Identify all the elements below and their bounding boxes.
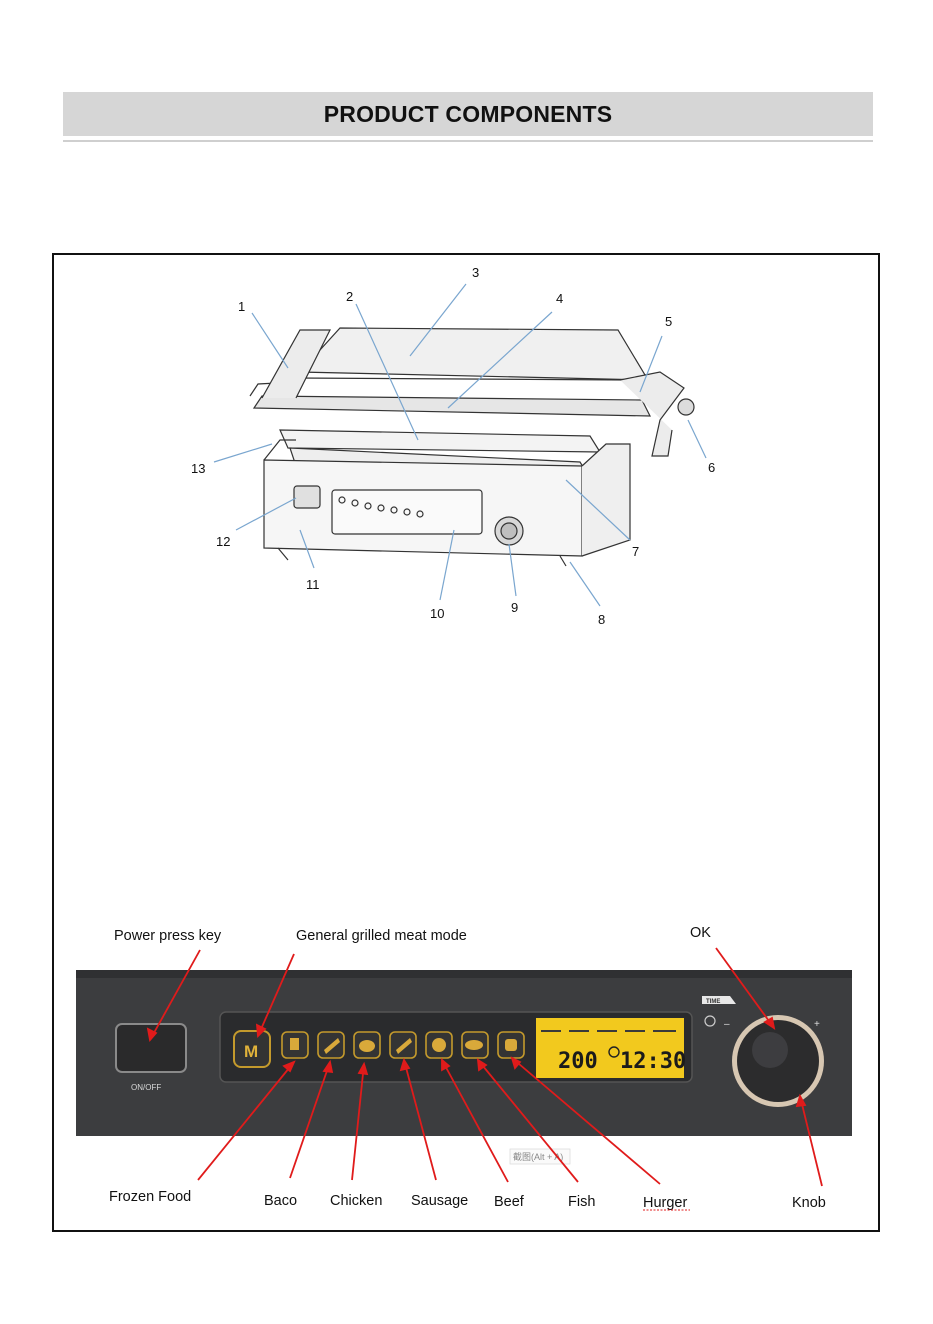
burger-icon xyxy=(505,1039,517,1051)
callout-1: 1 xyxy=(238,299,245,314)
label-knob: Knob xyxy=(792,1195,826,1211)
label-burger: Hurger xyxy=(643,1195,687,1211)
lcd-temperature: 200 xyxy=(558,1049,598,1074)
callout-5: 5 xyxy=(665,314,672,329)
callout-9: 9 xyxy=(511,600,518,615)
time-tag-label: TIME xyxy=(706,999,720,1005)
on-off-label: ON/OFF xyxy=(131,1083,161,1092)
callout-2: 2 xyxy=(346,289,353,304)
label-sausage: Sausage xyxy=(411,1193,468,1209)
callout-12: 12 xyxy=(216,534,230,549)
label-general-mode: General grilled meat mode xyxy=(296,928,467,944)
label-beef: Beef xyxy=(494,1194,525,1210)
label-ok: OK xyxy=(690,925,711,941)
label-bacon: Baco xyxy=(264,1193,297,1209)
callout-10: 10 xyxy=(430,606,444,621)
fish-icon xyxy=(465,1040,483,1050)
grill-drawing xyxy=(250,328,694,566)
callout-4: 4 xyxy=(556,291,563,306)
callout-3: 3 xyxy=(472,265,479,280)
frozen-food-icon xyxy=(290,1038,299,1050)
plus-icon: + xyxy=(814,1019,820,1030)
label-fish: Fish xyxy=(568,1194,595,1210)
minus-icon: – xyxy=(724,1019,730,1030)
callout-6: 6 xyxy=(708,460,715,475)
mode-button-label: M xyxy=(244,1042,258,1061)
callout-11: 11 xyxy=(306,577,320,592)
callout-8: 8 xyxy=(598,612,605,627)
screenshot-watermark: 截图(Alt + A) xyxy=(513,1151,563,1162)
label-frozen-food: Frozen Food xyxy=(109,1189,191,1205)
label-chicken: Chicken xyxy=(330,1193,382,1209)
callout-7: 7 xyxy=(632,544,639,559)
chicken-icon xyxy=(359,1040,375,1052)
callout-13: 13 xyxy=(191,461,205,476)
lcd-time: 12:30 xyxy=(620,1049,686,1074)
control-panel: ON/OFF M xyxy=(76,970,852,1164)
beef-icon xyxy=(432,1038,446,1052)
label-power-press-key: Power press key xyxy=(114,928,222,944)
